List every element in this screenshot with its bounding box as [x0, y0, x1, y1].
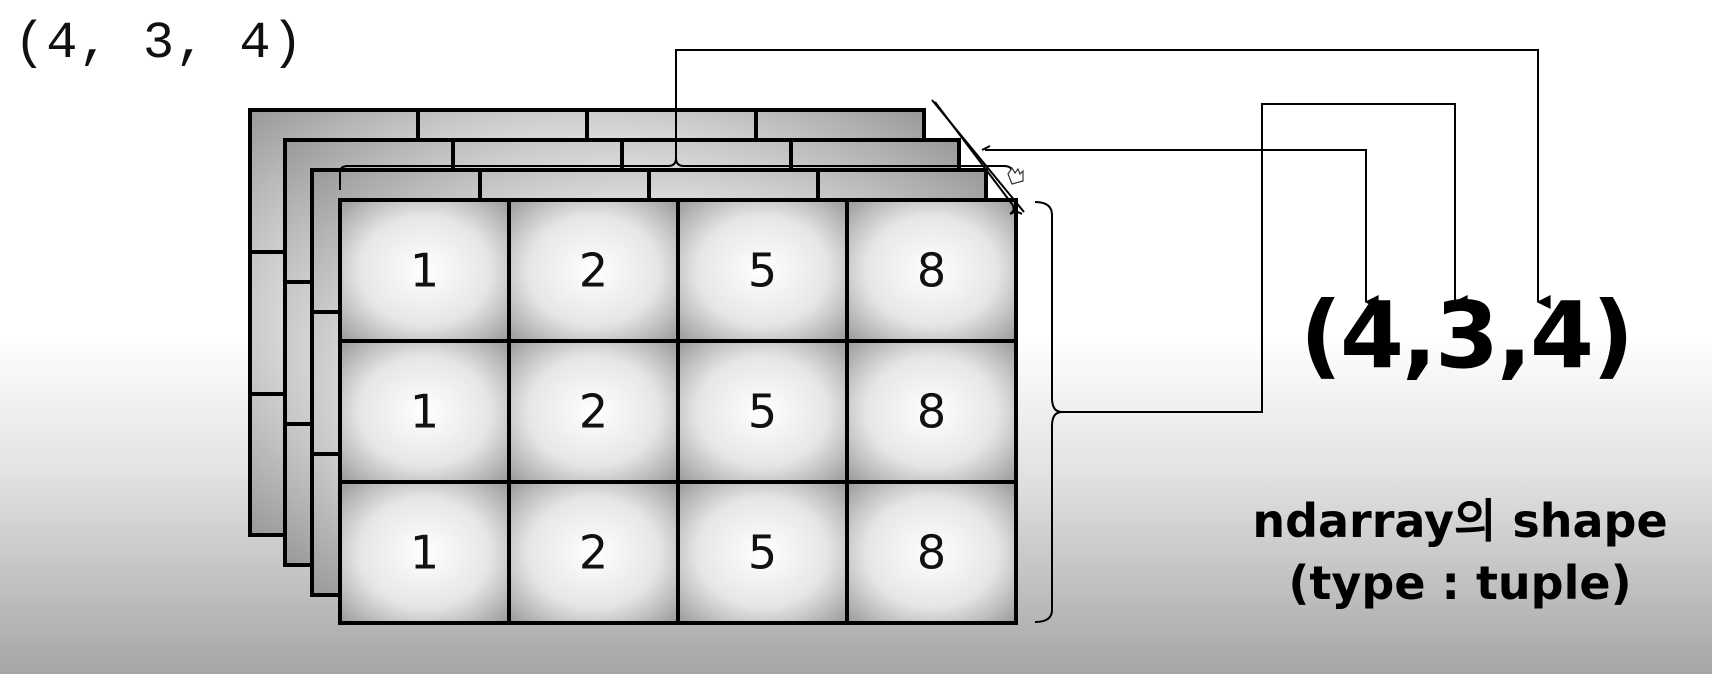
array-cell-value: 5	[748, 526, 777, 580]
array-cell-value: 2	[579, 526, 608, 580]
array-cell-value: 8	[917, 385, 946, 439]
array-cell	[507, 480, 680, 625]
caption-line-2: (type : tuple)	[1288, 556, 1632, 610]
caption: ndarray의 shape (type : tuple)	[1240, 490, 1680, 614]
array-cell	[845, 198, 1018, 343]
array-cell-value: 1	[410, 385, 439, 439]
array-cell	[338, 198, 511, 343]
rows-brace	[1034, 201, 1063, 623]
front-layer-grid: 1 2 5 8 1 2 5 8 1 2 5 8	[338, 198, 1018, 625]
array-cell-value: 5	[748, 385, 777, 439]
array-cell	[507, 198, 680, 343]
array-cell-value: 2	[579, 244, 608, 298]
layers-brace-line	[931, 99, 1025, 213]
array-cell-value: 8	[917, 526, 946, 580]
array-cell	[338, 339, 511, 484]
shape-tuple-label: (4,3,4)	[1300, 282, 1634, 389]
code-output-shape: (4, 3, 4)	[14, 14, 304, 73]
array-cell	[676, 480, 849, 625]
array-cell	[676, 198, 849, 343]
array-cell	[676, 339, 849, 484]
arrow-to-axis1	[1062, 103, 1468, 413]
array-cell	[845, 339, 1018, 484]
array-cell-value: 1	[410, 526, 439, 580]
array-cell-value: 5	[748, 244, 777, 298]
hand-cursor-icon	[1007, 166, 1024, 185]
caption-line-1: ndarray의 shape	[1252, 494, 1668, 548]
arrow-to-axis0	[985, 149, 1379, 309]
layers-brace	[934, 101, 1023, 215]
array-cell	[845, 480, 1018, 625]
array-cell-value: 1	[410, 244, 439, 298]
array-cell	[338, 480, 511, 625]
array-cell-value: 8	[917, 244, 946, 298]
array-cell	[507, 339, 680, 484]
columns-brace	[339, 157, 1013, 190]
array-cell-value: 2	[579, 385, 608, 439]
arrow-to-axis2	[675, 49, 1551, 309]
